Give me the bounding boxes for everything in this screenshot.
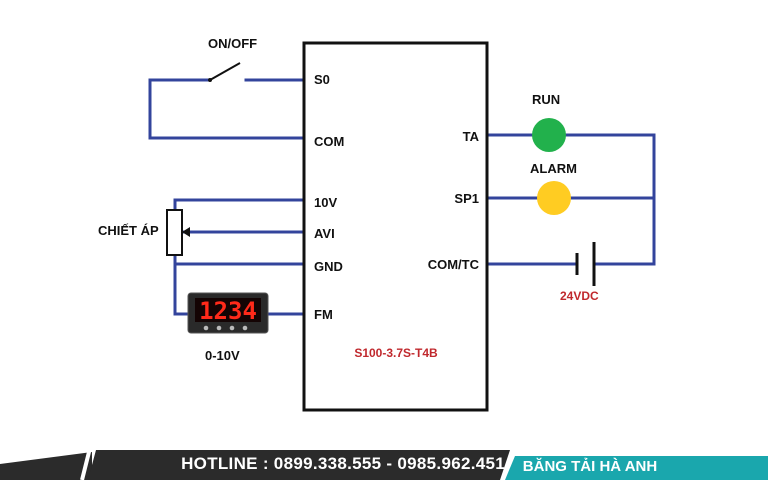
meter-button-icon bbox=[229, 325, 235, 331]
inverter-box: S0 COM 10V AVI GND FM TA SP1 COM/TC S100… bbox=[302, 41, 489, 412]
wire-com-loop bbox=[148, 78, 307, 140]
wiring-diagram: ON/OFF S0 COM 10V AVI GND FM TA SP1 COM/… bbox=[98, 36, 656, 412]
terminal-sp1: SP1 bbox=[454, 191, 479, 206]
terminal-s0: S0 bbox=[314, 72, 330, 87]
alarm-lamp-icon bbox=[537, 181, 571, 215]
terminal-gnd: GND bbox=[314, 259, 343, 274]
wire-gnd bbox=[173, 253, 307, 266]
footer-left-wedge bbox=[0, 452, 92, 480]
inverter-frame bbox=[302, 41, 489, 412]
digital-meter: 1234 0-10V bbox=[187, 292, 269, 363]
meter-button-icon bbox=[216, 325, 222, 331]
hotline-text: HOTLINE : 0899.338.555 - 0985.962.451 bbox=[181, 454, 505, 473]
potentiometer-body bbox=[166, 209, 183, 256]
meter-button-icon bbox=[242, 325, 248, 331]
terminal-com: COM bbox=[314, 134, 344, 149]
switch-label: ON/OFF bbox=[208, 36, 257, 51]
run-lamp: RUN bbox=[532, 92, 566, 152]
wire-10v bbox=[173, 198, 307, 212]
switch-blade bbox=[209, 62, 241, 81]
footer-banner bbox=[0, 447, 768, 480]
terminal-ta: TA bbox=[463, 129, 480, 144]
footer-brand-bar bbox=[505, 456, 768, 480]
run-lamp-icon bbox=[532, 118, 566, 152]
terminal-fm: FM bbox=[314, 307, 333, 322]
footer-hotline-bar bbox=[88, 450, 510, 480]
terminal-10v: 10V bbox=[314, 195, 337, 210]
alarm-lamp: ALARM bbox=[530, 161, 577, 215]
meter-buttons bbox=[203, 325, 248, 331]
meter-display: 1234 bbox=[199, 297, 257, 325]
wire-meter-gnd bbox=[173, 262, 192, 316]
meter-label: 0-10V bbox=[205, 348, 240, 363]
meter-button-icon bbox=[203, 325, 209, 331]
terminal-com-tc: COM/TC bbox=[428, 257, 480, 272]
switch-pivot bbox=[208, 78, 212, 82]
on-off-switch: ON/OFF bbox=[208, 36, 257, 82]
run-lamp-label: RUN bbox=[532, 92, 560, 107]
terminal-avi: AVI bbox=[314, 226, 335, 241]
dc-supply: 24VDC bbox=[560, 242, 599, 303]
supply-label: 24VDC bbox=[560, 289, 599, 303]
meter-screen bbox=[195, 298, 261, 322]
potentiometer-label: CHIẾT ÁP bbox=[98, 223, 159, 238]
wires bbox=[148, 78, 656, 316]
alarm-lamp-label: ALARM bbox=[530, 161, 577, 176]
potentiometer-wiper-icon bbox=[182, 227, 190, 237]
inverter-model: S100-3.7S-T4B bbox=[354, 346, 438, 360]
potentiometer: CHIẾT ÁP bbox=[98, 209, 190, 256]
footer-divider bbox=[80, 447, 92, 480]
brand-text: BĂNG TẢI HÀ ANH bbox=[522, 458, 658, 475]
